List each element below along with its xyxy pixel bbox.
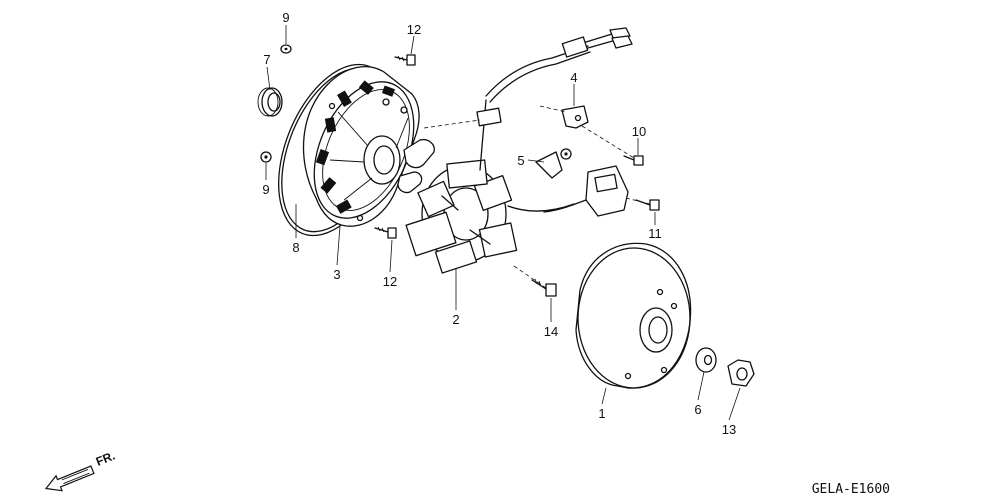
label-part-1: 1 (598, 406, 605, 421)
part-1-flywheel (575, 242, 692, 389)
part-7-oil-seal (257, 87, 283, 117)
direction-arrow-icon (44, 465, 95, 492)
part-12-bolt-top (394, 54, 416, 66)
label-part-9-top: 9 (282, 10, 289, 25)
label-part-3: 3 (333, 267, 340, 282)
part-4-wire-clamp (561, 105, 589, 129)
part-6-washer (695, 347, 717, 373)
part-14-bolt (531, 278, 557, 297)
part-9-washer-top (280, 44, 292, 54)
label-part-5: 5 (517, 153, 524, 168)
label-part-4: 4 (570, 70, 577, 85)
leader-lines (265, 25, 741, 421)
label-part-2: 2 (452, 312, 459, 327)
wire-harness (476, 27, 633, 171)
part-number-labels: 9 7 9 8 3 12 12 2 4 5 10 11 14 1 6 13 (262, 10, 736, 437)
direction-label: FR. (94, 449, 117, 469)
part-13-nut (727, 359, 755, 387)
label-part-6: 6 (694, 402, 701, 417)
label-part-14: 14 (544, 324, 558, 339)
label-part-10: 10 (632, 124, 646, 139)
part-11-screw (635, 199, 660, 211)
pulse-generator (543, 165, 629, 217)
label-part-13: 13 (722, 422, 736, 437)
front-direction-indicator: FR. (44, 449, 117, 492)
label-part-12-bottom: 12 (383, 274, 397, 289)
label-part-12-top: 12 (407, 22, 421, 37)
diagram-reference-code: GELA-E1600 (812, 482, 890, 497)
part-2-stator (405, 159, 575, 274)
label-part-8: 8 (292, 240, 299, 255)
label-part-7: 7 (263, 52, 270, 67)
part-10-screw (623, 155, 644, 166)
part-3-crankcase-cover (302, 66, 435, 227)
label-part-11: 11 (648, 226, 662, 241)
part-12-bolt-bottom (374, 226, 397, 239)
label-part-9-bottom: 9 (262, 182, 269, 197)
part-5-bracket (535, 148, 572, 179)
part-9-washer-bottom (260, 151, 272, 163)
